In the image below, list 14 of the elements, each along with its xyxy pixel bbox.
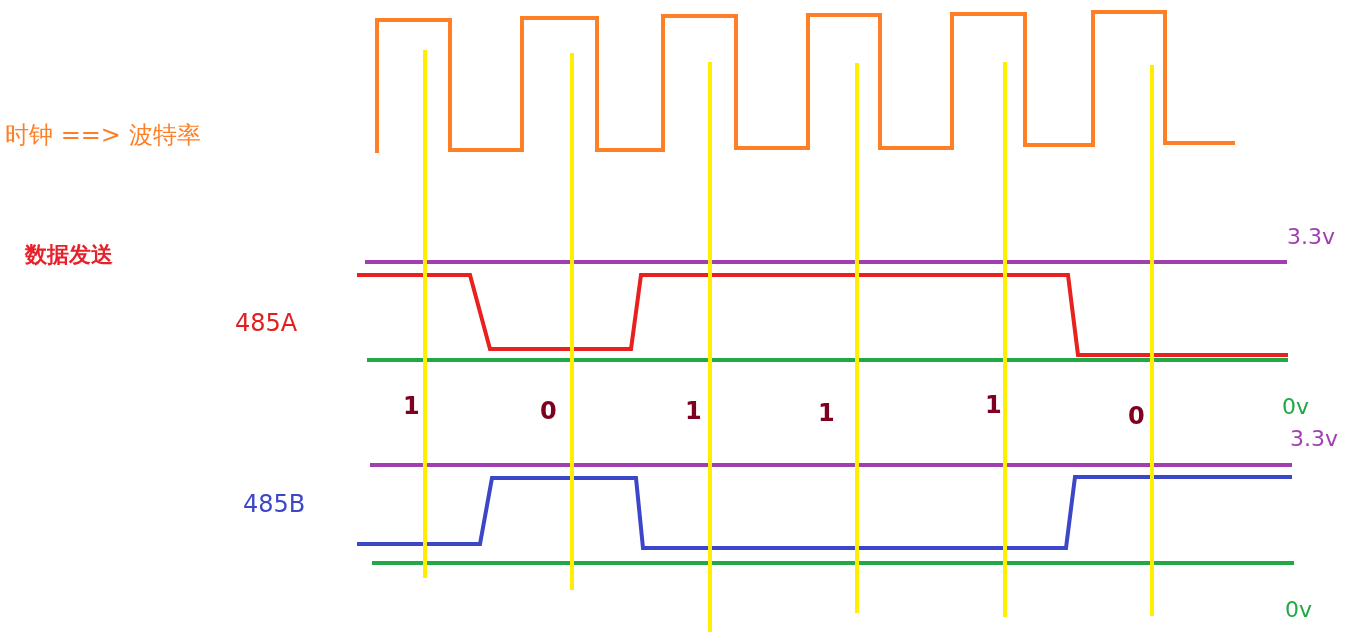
caption-text: 时钟 ==> 波特率 (5, 122, 201, 149)
bit-value: 1 (818, 400, 835, 427)
voltage-label: 0v (1285, 598, 1313, 623)
bit-value: 0 (540, 398, 557, 425)
heading-text: 数据发送 (25, 243, 113, 268)
bit-value: 1 (985, 392, 1002, 419)
signal-label: 485B (243, 491, 306, 518)
voltage-label: 0v (1282, 395, 1310, 420)
bit-value: 1 (685, 398, 702, 425)
bit-value: 1 (403, 393, 420, 420)
voltage-label: 3.3v (1290, 427, 1338, 452)
bit-value: 0 (1128, 403, 1145, 430)
signal-label: 485A (235, 310, 298, 337)
voltage-label: 3.3v (1287, 225, 1335, 250)
